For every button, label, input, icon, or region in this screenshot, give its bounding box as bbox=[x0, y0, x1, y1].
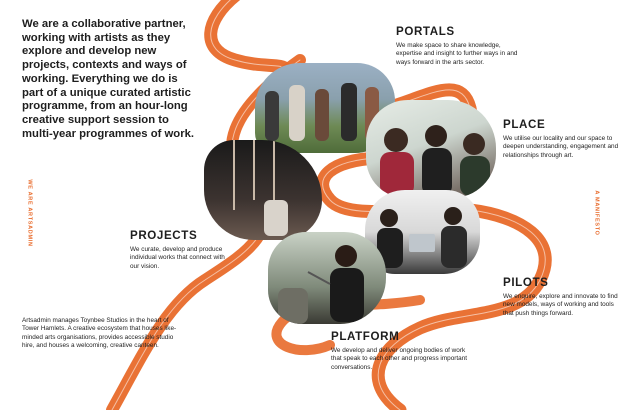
section-body-platform: We develop and deliver ongoing bodies of… bbox=[331, 347, 468, 371]
people-figures-image bbox=[265, 83, 379, 141]
speaker-microphone-image bbox=[278, 245, 364, 324]
section-title-pilots: PILOTS bbox=[503, 276, 549, 289]
photo-speaker bbox=[268, 232, 386, 324]
section-pilots: PILOTS We enquire, explore and innovate … bbox=[503, 276, 619, 318]
section-title-platform: PLATFORM bbox=[331, 330, 400, 343]
performance-space-image bbox=[233, 140, 288, 236]
side-label-left: WE ARE ARTSADMIN bbox=[26, 179, 33, 247]
photo-laptop-group bbox=[365, 190, 480, 274]
section-body-place: We utilise our locality and our space to… bbox=[503, 135, 619, 159]
workshop-people-image bbox=[380, 125, 490, 196]
intro-statement: We are a collaborative partner, working … bbox=[22, 18, 195, 140]
side-label-right: A MANIFESTO bbox=[593, 190, 600, 236]
footer-description: Artsadmin manages Toynbee Studios in the… bbox=[22, 317, 177, 350]
photo-group-outdoor bbox=[255, 63, 395, 153]
section-title-projects: PROJECTS bbox=[130, 229, 198, 242]
section-title-portals: PORTALS bbox=[396, 25, 455, 38]
section-body-pilots: We enquire, explore and innovate to find… bbox=[503, 293, 618, 317]
photo-workshop-group bbox=[366, 100, 496, 198]
section-body-projects: We curate, develop and produce individua… bbox=[130, 246, 225, 270]
section-portals: PORTALS We make space to share knowledge… bbox=[396, 25, 528, 67]
section-place: PLACE We utilise our locality and our sp… bbox=[503, 118, 621, 160]
photo-hanging-ropes bbox=[204, 140, 322, 240]
section-projects: PROJECTS We curate, develop and produce … bbox=[130, 229, 234, 271]
section-title-place: PLACE bbox=[503, 118, 546, 131]
section-body-portals: We make space to share knowledge, expert… bbox=[396, 42, 518, 66]
section-platform: PLATFORM We develop and deliver ongoing … bbox=[331, 330, 471, 372]
laptop-meeting-image bbox=[377, 207, 467, 268]
